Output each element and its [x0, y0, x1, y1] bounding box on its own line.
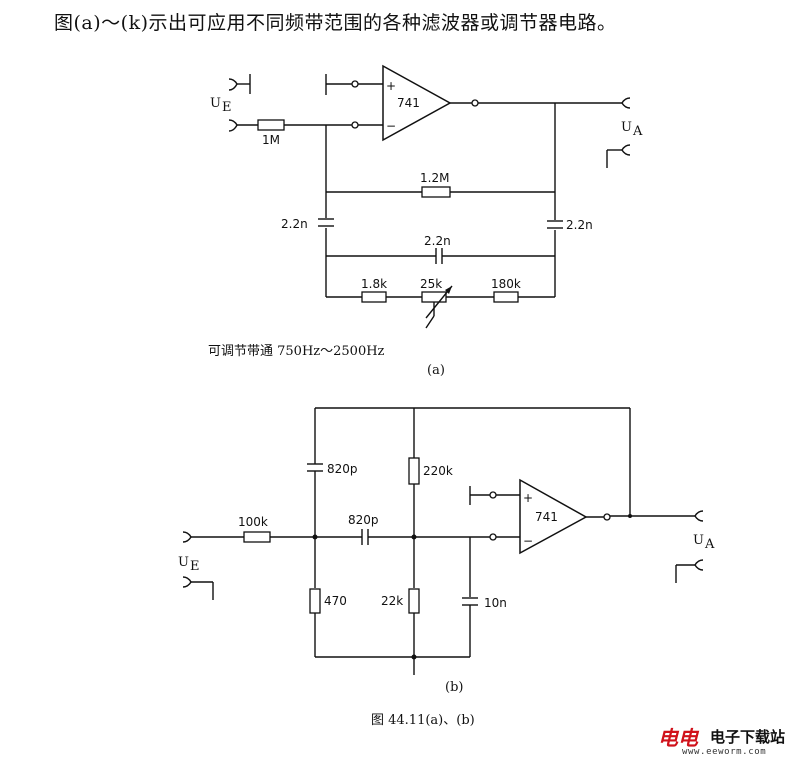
circuit-b — [182, 407, 704, 675]
resistor-22k — [408, 588, 420, 614]
input-terminal-a — [228, 119, 238, 132]
input-label-sub-a: E — [222, 100, 232, 115]
label-220k: 220k — [423, 464, 453, 478]
logo-mark: 电电 — [658, 726, 698, 750]
label-22k: 22k — [381, 594, 403, 608]
label-10n: 10n — [484, 596, 507, 610]
input-label-sub-b: E — [190, 559, 200, 574]
resistor-470 — [309, 588, 321, 614]
resistor-220k — [408, 457, 420, 485]
output-label-b: U — [693, 533, 704, 548]
label-820p-top: 820p — [327, 462, 358, 476]
input-terminal-b — [182, 531, 192, 543]
circuit-a — [228, 64, 631, 329]
opamp-minus-b: − — [523, 534, 533, 548]
label-820p-series: 820p — [348, 513, 379, 527]
output-label-sub-b: A — [704, 537, 715, 552]
opamp-plus-b: + — [523, 491, 533, 505]
label-25k: 25k — [420, 277, 442, 291]
label-1M: 1M — [262, 133, 280, 147]
label-100k: 100k — [238, 515, 268, 529]
label-cap-left: 2.2n — [281, 217, 308, 231]
opamp-plus-a: + — [386, 79, 396, 93]
opamp-741-b — [519, 478, 588, 555]
label-1.8k: 1.8k — [361, 277, 387, 291]
logo-url: www.eeworm.com — [682, 747, 767, 757]
resistor-180k — [493, 291, 519, 303]
output-label-sub-a: A — [632, 124, 643, 139]
opamp-label-b: 741 — [535, 510, 558, 524]
caption-b: (b) — [445, 680, 463, 695]
figure-caption: 图 44.11(a)、(b) — [371, 713, 475, 728]
label-180k: 180k — [491, 277, 521, 291]
input-label-a: U — [210, 96, 221, 111]
input-terminal-top-a — [228, 78, 238, 91]
label-470: 470 — [324, 594, 347, 608]
output-label-a: U — [621, 120, 632, 135]
opamp-label-a: 741 — [397, 96, 420, 110]
resistor-1M — [257, 119, 285, 131]
output-terminal-b — [694, 510, 704, 522]
range-note: 可调节带通 750Hz～2500Hz — [208, 344, 385, 359]
page-heading: 图(a)～(k)示出可应用不同频带范围的各种滤波器或调节器电路。 — [54, 12, 617, 34]
input-label-b: U — [178, 555, 189, 570]
resistor-1.8k — [361, 291, 387, 303]
opamp-741-a — [382, 64, 452, 142]
label-cap-right: 2.2n — [566, 218, 593, 232]
output-terminal-a — [621, 97, 631, 109]
opamp-minus-a: − — [386, 119, 396, 133]
label-1.2M: 1.2M — [420, 171, 449, 185]
resistor-100k — [243, 531, 271, 543]
logo-title: 电子下载站 — [710, 728, 786, 746]
site-logo: 电电 电子下载站 www.eeworm.com — [648, 722, 798, 760]
resistor-1.2M — [421, 186, 451, 198]
caption-a: (a) — [427, 363, 445, 378]
label-cap-middle: 2.2n — [424, 234, 451, 248]
